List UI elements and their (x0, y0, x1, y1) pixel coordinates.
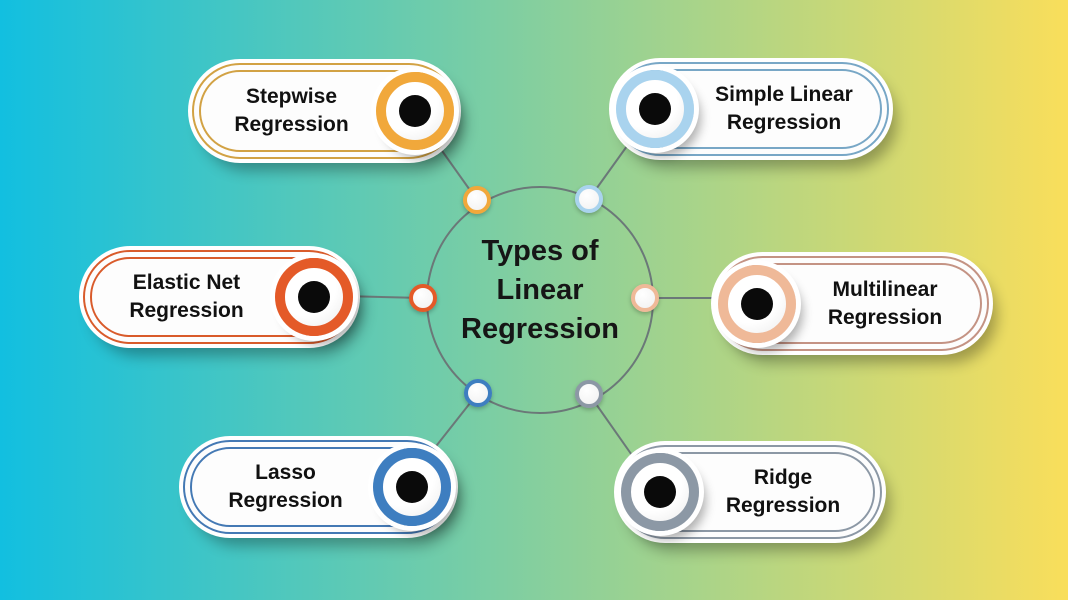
pill-stepwise-regression: Stepwise Regression (192, 63, 457, 159)
hub-node-multilinear (631, 284, 659, 312)
bullet-dot-icon (298, 281, 330, 313)
hub-node-elastic-net (409, 284, 437, 312)
bullet-circle-icon (275, 258, 353, 336)
pill-ridge-regression: Ridge Regression (618, 445, 882, 539)
hub-node-lasso (464, 379, 492, 407)
bullet-dot-icon (741, 287, 773, 320)
bullet-dot-icon (639, 93, 671, 125)
bullet-dot-icon (396, 471, 428, 503)
pill-label-stepwise: Stepwise Regression (234, 85, 349, 136)
diagram-title-line-3: Regression (461, 313, 619, 345)
bullet-circle-icon (718, 264, 796, 343)
bullet-circle-icon (373, 448, 451, 526)
bullet-circle-icon (376, 72, 454, 150)
bullet-circle-icon (621, 453, 699, 531)
pill-lasso-regression: Lasso Regression (183, 440, 454, 534)
hub-node-ridge (575, 380, 603, 408)
pill-label-simple-linear: Simple Linear Regression (715, 83, 853, 134)
pill-simple-linear-regression: Simple Linear Regression (613, 62, 889, 156)
bullet-dot-icon (399, 95, 431, 127)
pill-label-elastic-net: Elastic Net Regression (129, 271, 244, 322)
pill-label-multilinear: Multilinear Regression (827, 277, 943, 329)
diagram-title: Types of Linear Regression (430, 232, 650, 349)
pill-multilinear-regression: Multilinear Regression (715, 256, 989, 351)
bullet-dot-icon (644, 476, 676, 508)
hub-node-stepwise (463, 186, 491, 214)
diagram-title-line-2: Linear (496, 274, 584, 306)
bullet-circle-icon (616, 70, 694, 148)
pill-label-ridge: Ridge Regression (725, 466, 841, 517)
diagram-title-line-1: Types of (481, 235, 599, 267)
pill-label-lasso: Lasso Regression (228, 461, 343, 512)
pill-elastic-net-regression: Elastic Net Regression (83, 250, 356, 344)
hub-node-simple-linear (575, 185, 603, 213)
